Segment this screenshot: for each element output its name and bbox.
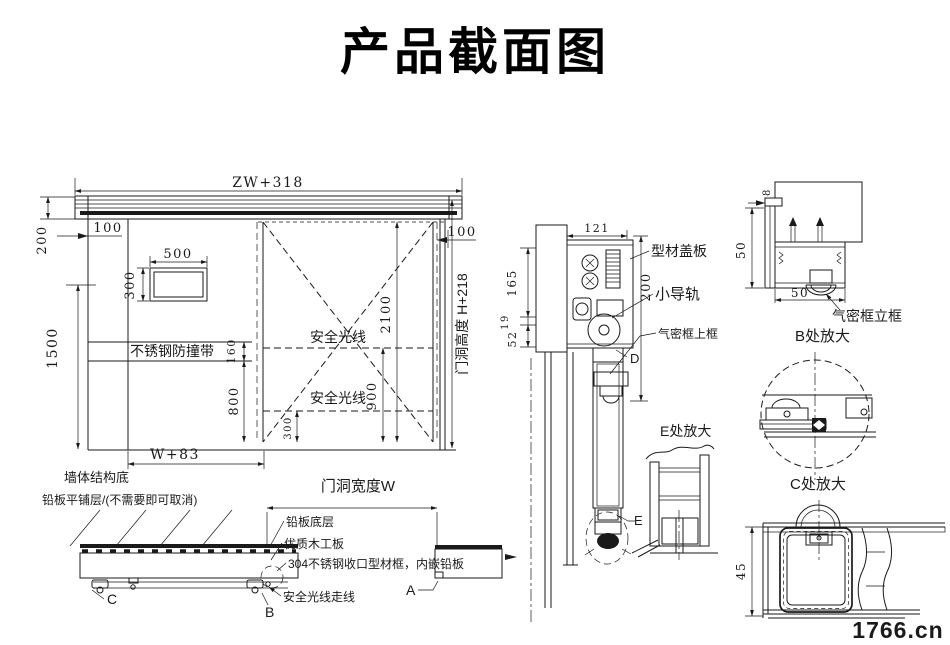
- dim-opening-width: 门洞宽度W: [321, 478, 396, 495]
- detail-b-title: B处放大: [795, 328, 850, 345]
- dim-beam-lower-height: 300: [283, 416, 294, 440]
- label-guide-rail: 小导轨: [655, 286, 700, 303]
- detail-c-title: C处放大: [790, 476, 846, 493]
- dim-bumper-to-floor: 800: [227, 386, 242, 415]
- dim-depth: 45: [734, 562, 748, 580]
- marker-a: A: [406, 582, 416, 598]
- dim-housing-height: 200: [639, 272, 654, 301]
- dim-gap: 19: [500, 314, 511, 330]
- dim-window-height: 300: [123, 270, 138, 299]
- dim-window-width: 500: [163, 247, 192, 262]
- dim-beam-upper-height: 900: [365, 381, 380, 410]
- marker-d: D: [630, 351, 639, 366]
- detail-e: E处放大: [631, 423, 718, 560]
- front-elevation-view: ZW+318 200 100 500 300 1500: [35, 175, 476, 547]
- dim-header-height: 200: [35, 225, 50, 254]
- dim-handle-height: 1500: [45, 327, 61, 369]
- label-beam-wiring: 安全光线走线: [283, 589, 355, 604]
- vertical-cross-section: 121 200 165 19 52 型材盖板 小导轨 气密框上框 D: [500, 222, 718, 622]
- label-steel-frame: 304不锈钢收口型材框，内嵌铅板: [288, 557, 464, 571]
- dim-wall-embed: 165: [505, 269, 519, 296]
- marker-e: E: [634, 513, 643, 528]
- label-bumper: 不锈钢防撞带: [130, 343, 214, 359]
- dim-right-offset: 100: [447, 225, 476, 240]
- dim-lintel: 52: [506, 331, 519, 348]
- dim-height: 50: [734, 241, 748, 259]
- label-safety-beam-upper: 安全光线: [310, 329, 366, 345]
- dim-opening-height: 门洞高度 H+218: [454, 273, 470, 375]
- watermark-text: 1766.cn: [852, 617, 943, 643]
- dim-leaf-width: W+83: [150, 447, 200, 463]
- marker-b: B: [265, 604, 274, 620]
- detail-bottom-profile: 45: [734, 500, 946, 619]
- dim-thickness: 8: [762, 188, 773, 196]
- label-wood-board: 优质木工板: [284, 537, 344, 551]
- dim-left-offset: 100: [93, 221, 122, 236]
- dim-door-height: 2100: [379, 294, 394, 333]
- dim-housing-width: 121: [584, 222, 610, 235]
- dim-width: 50: [791, 286, 809, 300]
- dim-top-width: ZW+318: [232, 175, 304, 191]
- label-wall-base: 墙体结构底: [64, 470, 129, 485]
- detail-e-title: E处放大: [660, 423, 711, 439]
- dim-bumper-band: 160: [225, 338, 238, 364]
- label-cover-plate: 型材盖板: [651, 243, 707, 259]
- page-title: 产品截面图: [340, 24, 610, 80]
- label-airtight-top: 气密框上框: [658, 326, 718, 341]
- label-lead-bottom: 铅板底层: [286, 514, 334, 529]
- label-safety-beam-lower: 安全光线: [310, 390, 366, 406]
- label-frame: 气密框立框: [832, 308, 902, 324]
- bottom-plan-section: 门洞宽度W 铅板底层 优质木工板 304不锈钢收口型材框，内嵌铅板 安全光线走线…: [79, 478, 517, 620]
- marker-c: C: [107, 591, 117, 607]
- detail-b: 8 50 50 气密框立框 B处放大: [734, 181, 902, 345]
- detail-c: C处放大: [759, 352, 876, 493]
- label-lead-layer: 铅板平铺层/(不需要即可取消): [42, 493, 197, 507]
